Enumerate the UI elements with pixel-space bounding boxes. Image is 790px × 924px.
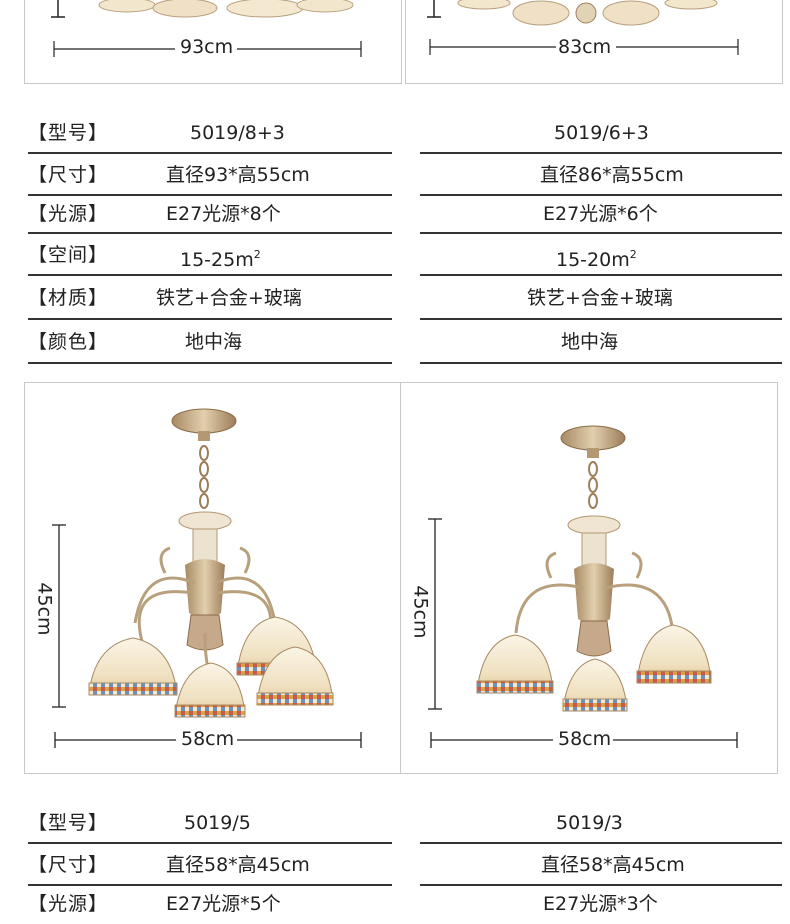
spec-value-light: E27光源*6个 xyxy=(543,203,658,225)
width-dimension-label: 83cm xyxy=(558,36,612,58)
spec-row-space: 15-20m2 xyxy=(420,234,782,276)
spec-table-5019-8-3: 【型号】 5019/8+3 【尺寸】 直径93*高55cm 【光源】 E27光源… xyxy=(28,112,392,364)
spec-key-size: 【尺寸】 xyxy=(28,854,109,876)
spec-value-material: 铁艺+合金+玻璃 xyxy=(527,287,673,309)
spec-row-light: E27光源*3个 xyxy=(420,884,782,924)
spec-row-light: 【光源】 E27光源*5个 xyxy=(28,884,392,924)
width-dimension-label: 58cm xyxy=(558,728,612,750)
lamp-6-plus-3-bottom xyxy=(427,0,739,55)
spec-value-light: E27光源*3个 xyxy=(543,893,658,915)
spec-value-space: 15-20m2 xyxy=(556,248,637,271)
spec-row-color: 【颜色】 地中海 xyxy=(28,320,392,364)
product-photo-8-plus-3: 93cm xyxy=(24,0,402,84)
spec-row-light: 【光源】 E27光源*8个 xyxy=(28,194,392,234)
spec-value-material: 铁艺+合金+玻璃 xyxy=(156,287,302,309)
height-dimension-label: 45cm xyxy=(409,585,432,639)
spec-key-space: 【空间】 xyxy=(28,244,109,266)
spec-value-size: 直径58*高45cm xyxy=(541,854,685,876)
spec-row-model: 【型号】 5019/5 xyxy=(28,802,392,844)
product-photo-5019-3: 45cm 58cm xyxy=(400,382,778,774)
spec-table-5019-3: 5019/3 直径58*高45cm E27光源*3个 xyxy=(420,802,782,915)
spec-value-light: E27光源*8个 xyxy=(166,203,281,225)
lamp-8-plus-3-bottom xyxy=(51,0,362,57)
spec-row-model: 5019/6+3 xyxy=(420,112,782,154)
product-photo-5019-5: 45cm 58cm xyxy=(24,382,401,774)
spec-row-size: 直径58*高45cm xyxy=(420,844,782,886)
spec-key-color: 【颜色】 xyxy=(28,331,109,353)
spec-row-material: 【材质】 铁艺+合金+玻璃 xyxy=(28,276,392,320)
spec-row-model: 5019/3 xyxy=(420,802,782,844)
spec-key-material: 【材质】 xyxy=(28,287,109,309)
spec-value-size: 直径58*高45cm xyxy=(166,854,310,876)
spec-value-model: 5019/6+3 xyxy=(554,122,649,144)
spec-key-light: 【光源】 xyxy=(28,893,109,915)
chandelier-3-shade-illustration xyxy=(428,425,738,748)
spec-row-space: 【空间】 15-25m2 xyxy=(28,234,392,276)
spec-value-model: 5019/3 xyxy=(556,812,623,834)
spec-value-size: 直径93*高55cm xyxy=(166,164,310,186)
spec-key-size: 【尺寸】 xyxy=(28,164,109,186)
product-photo-6-plus-3: 83cm xyxy=(405,0,783,84)
spec-value-space: 15-25m2 xyxy=(180,248,261,271)
chandelier-5-shade-illustration xyxy=(52,408,362,748)
spec-row-size: 【尺寸】 直径93*高55cm xyxy=(28,154,392,196)
spec-value-color: 地中海 xyxy=(185,331,243,353)
spec-table-5019-6-3: 5019/6+3 直径86*高55cm E27光源*6个 15-20m2 铁艺+… xyxy=(420,112,782,364)
height-dimension-label: 45cm xyxy=(33,582,56,636)
spec-value-size: 直径86*高55cm xyxy=(540,164,684,186)
spec-table-5019-5: 【型号】 5019/5 【尺寸】 直径58*高45cm 【光源】 E27光源*5… xyxy=(28,802,392,915)
spec-row-light: E27光源*6个 xyxy=(420,194,782,234)
spec-value-model: 5019/5 xyxy=(184,812,251,834)
spec-key-model: 【型号】 xyxy=(28,122,109,144)
spec-row-size: 直径86*高55cm xyxy=(420,154,782,196)
spec-value-light: E27光源*5个 xyxy=(166,893,281,915)
spec-value-model: 5019/8+3 xyxy=(190,122,285,144)
spec-row-material: 铁艺+合金+玻璃 xyxy=(420,276,782,320)
spec-key-light: 【光源】 xyxy=(28,203,109,225)
spec-row-model: 【型号】 5019/8+3 xyxy=(28,112,392,154)
spec-row-size: 【尺寸】 直径58*高45cm xyxy=(28,844,392,886)
width-dimension-label: 93cm xyxy=(180,36,234,58)
spec-row-color: 地中海 xyxy=(420,320,782,364)
spec-value-color: 地中海 xyxy=(561,331,619,353)
width-dimension-label: 58cm xyxy=(181,728,235,750)
spec-key-model: 【型号】 xyxy=(28,812,109,834)
